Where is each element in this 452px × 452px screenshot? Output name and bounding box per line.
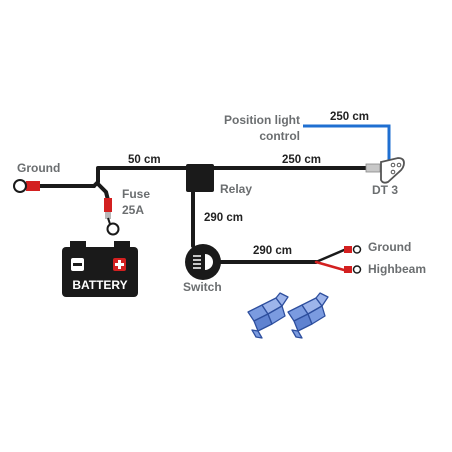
fuse-label: Fuse	[122, 187, 150, 201]
highbeam-label: Highbeam	[368, 262, 426, 276]
relay-label: Relay	[220, 182, 252, 196]
wire-tap-connector-1	[247, 292, 289, 339]
ground-right-label: Ground	[368, 240, 411, 254]
position-light-label-line1: Position light	[224, 113, 300, 127]
length-battery-to-relay: 50 cm	[128, 154, 161, 166]
output-terminals	[344, 245, 362, 274]
fuse-rating-label: 25A	[122, 203, 144, 217]
battery: BATTERY	[62, 241, 138, 297]
fuse	[104, 198, 112, 225]
fuse-wire	[96, 182, 110, 202]
main-wires	[36, 166, 372, 264]
ground-terminal-left	[13, 179, 40, 193]
trunk-wire	[92, 166, 190, 188]
fuse-ring-terminal	[106, 222, 120, 236]
light-icon	[205, 254, 213, 270]
position-light-wire	[303, 124, 391, 160]
output-split	[314, 248, 346, 272]
switch-label: Switch	[183, 280, 222, 294]
ground-left-label: Ground	[17, 161, 60, 175]
switch	[185, 244, 221, 280]
wire-tap-connector-2	[287, 292, 329, 339]
length-position-light: 250 cm	[330, 111, 369, 123]
connector-label: DT 3	[372, 183, 398, 197]
dt3-connector	[365, 157, 405, 184]
length-relay-to-connector: 250 cm	[282, 154, 321, 166]
length-switch-to-output: 290 cm	[253, 245, 292, 257]
relay	[186, 164, 214, 192]
position-light-label-line2: control	[259, 129, 300, 143]
length-relay-to-switch: 290 cm	[204, 212, 243, 224]
battery-label: BATTERY	[72, 278, 127, 292]
